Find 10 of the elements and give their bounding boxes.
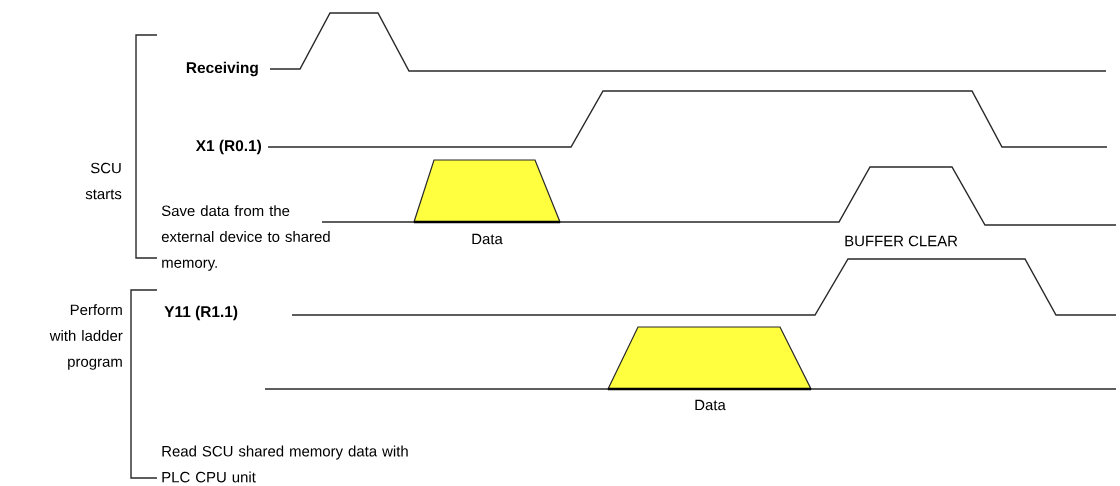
note-text: Save data from the external device to shared memory. [161,205,330,271]
signal-label: Receiving [186,61,258,77]
note-text: Read SCU shared memory data with PLC CPU unit [162,445,408,483]
text-label: Data [695,399,726,411]
text-label: BUFFER CLEAR [845,235,958,247]
signal-label: X1 (R0.1) [195,139,261,155]
note-text: Perform with ladder program [49,304,123,370]
note-text: SCU starts [85,162,122,200]
signal-label: Y11 (R1.1) [164,305,238,321]
text-label: Data [472,233,503,245]
